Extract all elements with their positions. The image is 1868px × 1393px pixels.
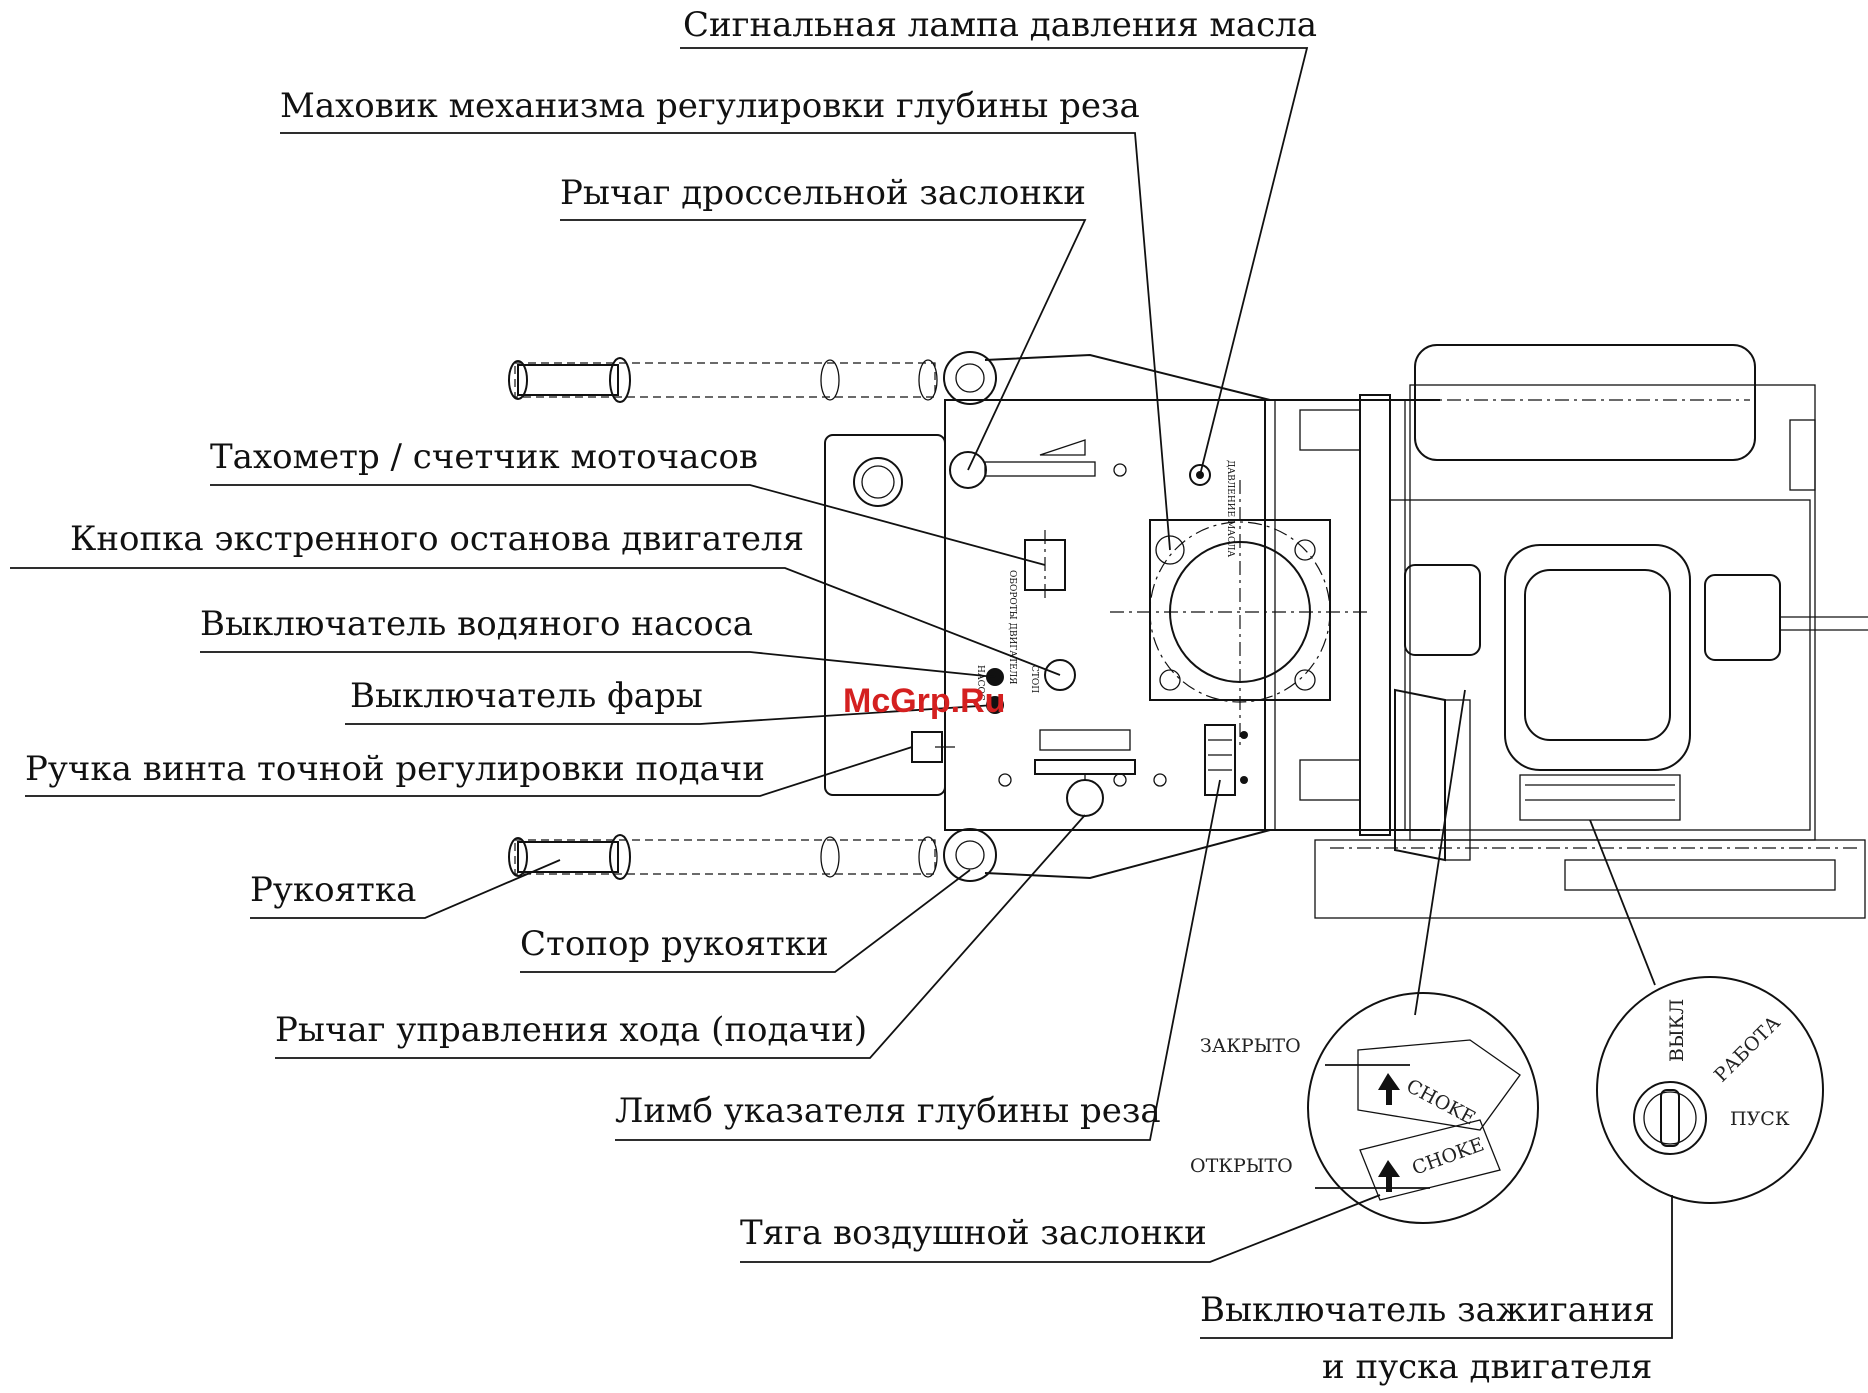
label-ignition-line1: Выключатель зажигания — [1200, 1290, 1655, 1330]
choke-word-open: CHOKE — [1409, 1133, 1487, 1179]
label-choke-rod: Тяга воздушной заслонки — [740, 1213, 1207, 1253]
label-depth-dial: Лимб указателя глубины реза — [615, 1091, 1161, 1131]
callout-labels: Сигнальная лампа давления масла Маховик … — [25, 5, 1655, 1387]
choke-inset-circle — [1307, 992, 1539, 1224]
ignition-key-switch — [1633, 1081, 1707, 1155]
ignition-inset: ВЫКЛ РАБОТА ПУСК — [1596, 976, 1824, 1204]
ignition-run-label: РАБОТА — [1710, 1011, 1785, 1086]
oil-pressure-lamp — [1189, 464, 1211, 486]
svg-text:ОБОРОТЫ ДВИГАТЕЛЯ: ОБОРОТЫ ДВИГАТЕЛЯ — [1007, 570, 1017, 684]
leader-lines — [10, 47, 1673, 1339]
drive-lever-knob — [1066, 779, 1104, 817]
watermark: McGrp.Ru — [843, 682, 1005, 720]
machine-drawing: ОБОРОТЫ ДВИГАТЕЛЯ СТОП НАСОС ДАВЛЕНИЕ МА… — [508, 344, 1868, 919]
label-ignition-line2: и пуска двигателя — [1322, 1347, 1652, 1387]
label-depth-wheel: Маховик механизма регулировки глубины ре… — [280, 86, 1140, 126]
depth-dial — [1204, 724, 1236, 796]
label-handle: Рукоятка — [250, 870, 416, 910]
throttle-lever-knob — [949, 451, 987, 489]
ignition-start-label: ПУСК — [1730, 1108, 1790, 1130]
svg-text:ДАВЛЕНИЕ МАСЛА: ДАВЛЕНИЕ МАСЛА — [1225, 460, 1235, 557]
label-oil-lamp: Сигнальная лампа давления масла — [683, 5, 1317, 45]
control-panel — [944, 399, 1266, 831]
label-emergency-stop: Кнопка экстренного останова двигателя — [70, 519, 804, 559]
ignition-inset-circle — [1596, 976, 1824, 1204]
choke-open-label: ОТКРЫТО — [1190, 1155, 1293, 1177]
choke-word-closed: CHOKE — [1403, 1075, 1479, 1130]
fuel-tank — [1414, 344, 1756, 461]
choke-closed-label: ЗАКРЫТО — [1200, 1035, 1301, 1057]
label-handle-lock: Стопор рукоятки — [520, 924, 829, 964]
emergency-stop-button — [1044, 659, 1076, 691]
upper-handle — [508, 357, 938, 403]
svg-text:СТОП: СТОП — [1029, 665, 1039, 693]
ignition-off-label: ВЫКЛ — [1666, 999, 1688, 1062]
svg-text:НАСОС: НАСОС — [975, 665, 985, 701]
label-throttle: Рычаг дроссельной заслонки — [560, 173, 1086, 213]
label-tachometer: Тахометр / счетчик моточасов — [210, 437, 758, 477]
side-box — [824, 434, 946, 796]
handle-lock-upper — [943, 351, 997, 405]
label-water-pump: Выключатель водяного насоса — [200, 604, 753, 644]
label-fine-feed: Ручка винта точной регулировки подачи — [25, 749, 765, 789]
engine — [1389, 499, 1868, 831]
lower-handle — [508, 834, 938, 880]
label-headlight: Выключатель фары — [350, 676, 703, 716]
label-drive-lever: Рычаг управления хода (подачи) — [275, 1010, 867, 1050]
